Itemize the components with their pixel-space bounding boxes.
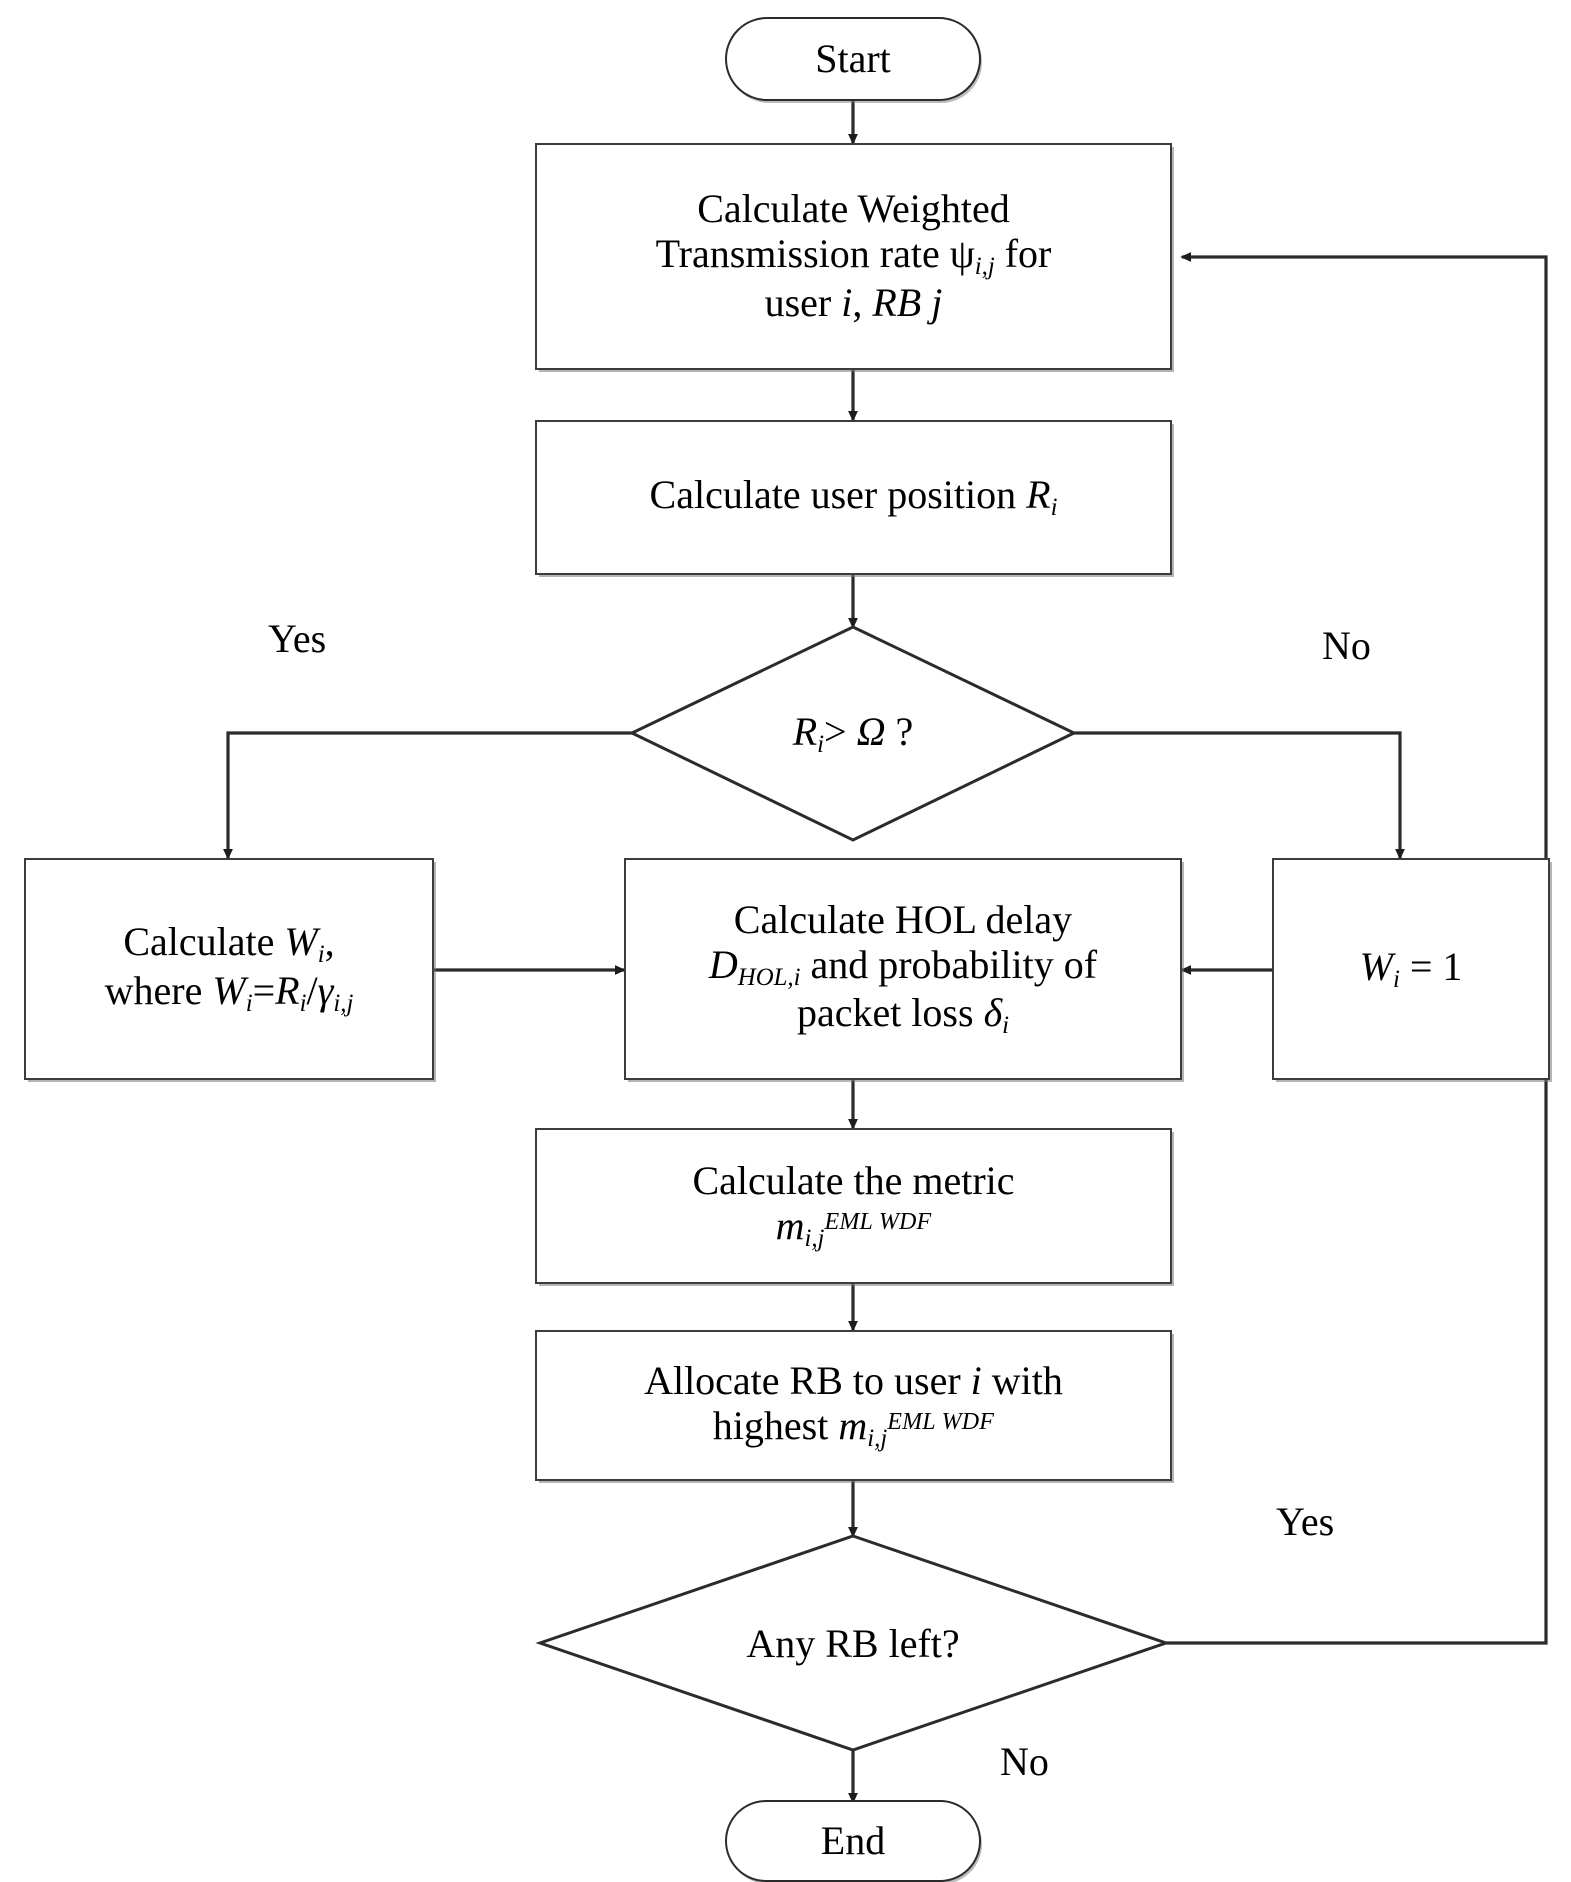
node-calculate-hol-delay[interactable]: Calculate HOL delay DHOL,i and probabili… [624,858,1182,1080]
node-wi-equals-one[interactable]: Wi = 1 [1272,858,1550,1080]
calcrate-line3-a: user [764,279,842,325]
allocate-m: m [838,1402,868,1448]
allocate-m-subscript: i,j [867,1424,888,1452]
calchol-D: D [708,941,738,987]
edge-label-no-right: No [1322,623,1371,668]
calcrate-line2-b: for [994,231,1052,277]
calchol-line1: Calculate HOL delay [733,896,1073,942]
edge-decision-yes-to-calcw [223,731,632,860]
allocate-line1-a: Allocate RB to user [644,1357,971,1403]
calcmetric-m-superscript: EML WDF [824,1208,932,1235]
node-calculate-metric[interactable]: Calculate the metric mi,jEML WDF [535,1128,1172,1284]
node-end[interactable]: End [725,1800,981,1882]
node-calculate-user-position-label: Calculate user position Ri [642,472,1066,522]
node-decision-any-rb-left[interactable]: Any RB left? [653,1610,1053,1676]
calcw-gamma: γ [317,968,334,1013]
calcw-W2-subscript: i [245,989,253,1017]
decision-R-subscript: i [817,730,825,758]
decision-operator: > [824,708,857,754]
wone-W: W [1359,943,1393,989]
calcw-slash: / [306,968,318,1013]
calchol-D-subscript: HOL,i [737,963,801,991]
allocate-m-superscript: EML WDF [887,1408,995,1435]
decision-R: R [792,708,818,754]
calcw-line1-b: , [324,919,335,965]
node-decision-ri-gt-omega[interactable]: Ri> Ω ? [653,700,1053,766]
node-allocate-rb[interactable]: Allocate RB to user i with highest mi,jE… [535,1330,1172,1481]
node-calculate-weighted-rate[interactable]: Calculate Weighted Transmission rate ψi,… [535,143,1172,370]
node-end-label: End [820,1817,886,1863]
calchol-delta-subscript: i [1002,1012,1010,1040]
calcpos-R-subscript: i [1050,494,1058,522]
decision-ri-label: Ri> Ω ? [793,708,914,759]
calcmetric-m: m [775,1203,805,1249]
edge-label-yes-left: Yes [268,616,327,661]
calcpos-R: R [1026,472,1051,518]
wone-W-subscript: i [1392,965,1400,993]
edge-decision-no-to-wone [1074,731,1405,860]
calcmetric-m-subscript: i,j [804,1224,825,1252]
calchol-line3-a: packet loss [796,990,984,1036]
node-start[interactable]: Start [725,17,981,101]
calcrate-psi-subscript: i,j [974,253,995,281]
decision-question: ? [885,708,914,754]
calcrate-line2-a: Transmission rate [655,231,950,277]
node-allocate-rb-label: Allocate RB to user i with highest mi,jE… [636,1357,1071,1453]
calcpos-text: Calculate user position [649,472,1027,518]
edge-label-no-bottom: No [1000,1739,1049,1784]
calcrate-rb-index: RB j [872,279,943,325]
calcw-gamma-subscript: i,j [333,989,354,1017]
calcw-R-subscript: i [299,989,307,1017]
calchol-line2-rest: and probability of [800,941,1098,987]
node-calculate-wi-label: Calculate Wi, where Wi=Ri/γi,j [97,919,362,1017]
wone-rest: = 1 [1399,943,1463,989]
allocate-line1-b: with [981,1357,1063,1403]
calcw-W-subscript: i [317,941,325,969]
node-calculate-user-position[interactable]: Calculate user position Ri [535,420,1172,575]
node-wi-equals-one-label: Wi = 1 [1352,943,1471,994]
calcw-line1-a: Calculate [123,919,285,965]
calcrate-line3-b: , [852,279,873,325]
node-calculate-weighted-rate-label: Calculate Weighted Transmission rate ψi,… [648,186,1060,325]
node-calculate-metric-label: Calculate the metric mi,jEML WDF [684,1158,1022,1253]
calcrate-user-index: i [841,279,853,325]
node-calculate-hol-delay-label: Calculate HOL delay DHOL,i and probabili… [701,896,1105,1040]
calcmetric-line1: Calculate the metric [692,1158,1015,1204]
calchol-delta: δ [983,990,1003,1036]
allocate-line2-a: highest [712,1402,839,1448]
node-calculate-wi[interactable]: Calculate Wi, where Wi=Ri/γi,j [24,858,434,1080]
allocate-user-index: i [970,1357,982,1403]
node-start-label: Start [815,35,891,81]
edge-label-yes-bottom: Yes [1276,1499,1335,1544]
calcw-line2-a: where [104,968,213,1013]
decision-omega: Ω [856,708,886,754]
calcw-equals: = [252,968,276,1013]
calcw-W2: W [212,968,246,1013]
calcw-W: W [284,919,318,965]
calcrate-line1: Calculate Weighted [697,186,1010,232]
decision-any-rb-left-label: Any RB left? [746,1620,960,1666]
calcw-R: R [275,968,300,1013]
calcrate-psi: ψ [949,231,975,277]
